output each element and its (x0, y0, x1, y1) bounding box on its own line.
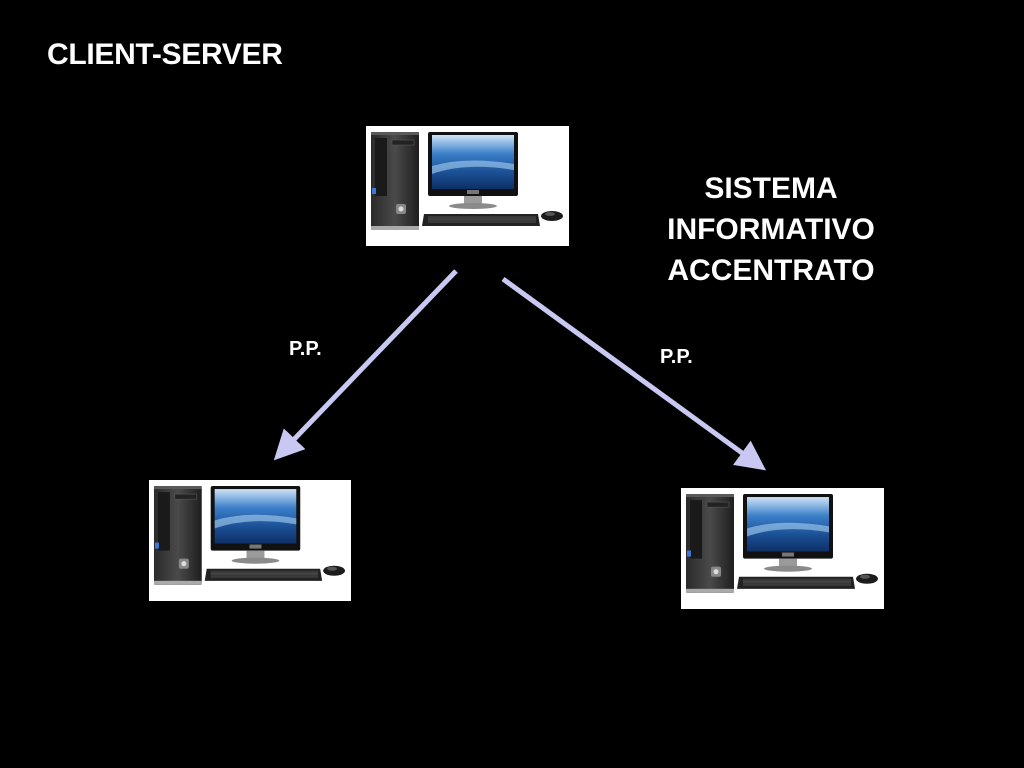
desktop-computer-icon (371, 132, 563, 230)
client-computer-left (149, 480, 351, 601)
client-computer-right (681, 488, 884, 609)
server-computer (366, 126, 569, 246)
desktop-computer-icon (686, 494, 878, 593)
slide-title: CLIENT-SERVER (47, 38, 283, 71)
system-label: SISTEMA INFORMATIVO ACCENTRATO (640, 168, 902, 291)
system-label-line-2: INFORMATIVO (667, 213, 875, 246)
connection-label-right: P.P. (660, 346, 693, 368)
connection-label-left: P.P. (289, 338, 322, 360)
arrow-to-right-client (501, 276, 767, 471)
desktop-computer-icon (153, 486, 346, 585)
system-label-line-1: SISTEMA (704, 172, 838, 205)
arrow-to-left-client (273, 269, 458, 461)
system-label-line-3: ACCENTRATO (667, 254, 875, 287)
